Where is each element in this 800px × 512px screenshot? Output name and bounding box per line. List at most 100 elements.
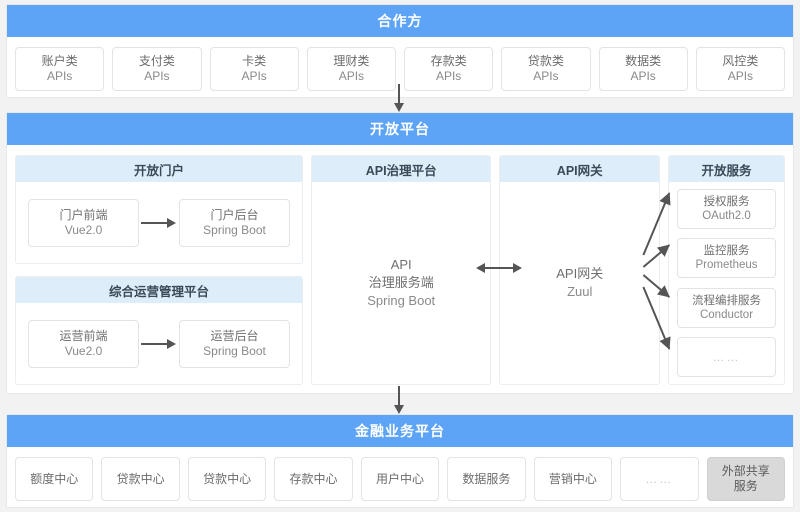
open-platform-section: 开放平台 开放门户 门户前端 Vue2.0 门户后台	[6, 112, 794, 394]
portal-flow-arrow-icon	[139, 217, 179, 229]
ops-panel: 综合运营管理平台 运营前端 Vue2.0 运营后台 Spring Boot	[15, 276, 303, 385]
portal-backend-line1: 门户后台	[210, 207, 259, 222]
api-gateway-body: API网关 Zuul	[500, 182, 659, 384]
portal-panel-title: 开放门户	[16, 156, 302, 182]
business-center-box[interactable]: 用户中心	[360, 457, 440, 501]
business-center-box[interactable]: 营销中心	[533, 457, 613, 501]
business-center-box[interactable]: 额度中心	[15, 457, 94, 501]
partner-api-kind: APIs	[46, 69, 73, 83]
partner-api-kind: APIs	[435, 69, 462, 83]
portal-frontend-node: 门户前端 Vue2.0	[28, 198, 139, 247]
portal-frontend-line1: 门户前端	[59, 207, 108, 222]
api-gateway-line1: API网关	[556, 266, 604, 281]
open-service-line1: 授权服务	[703, 196, 750, 208]
open-service-line2: Conductor	[699, 308, 754, 321]
portal-panel-body: 门户前端 Vue2.0 门户后台 Spring Boot	[16, 182, 302, 263]
open-services-title: 开放服务	[669, 156, 784, 182]
business-center-box[interactable]: ……	[620, 457, 699, 501]
business-center-box[interactable]: 外部共享服务	[706, 457, 785, 501]
partner-api-kind: APIs	[533, 69, 559, 83]
api-gateway-line2: Zuul	[567, 284, 593, 299]
partner-api-name: 存款类	[430, 54, 467, 68]
partner-api-name: 账户类	[41, 54, 78, 68]
api-governance-title: API治理平台	[312, 156, 491, 182]
business-center-label: ……	[645, 471, 674, 486]
open-service-line1: ……	[712, 349, 741, 364]
portal-frontend-line2: Vue2.0	[64, 222, 103, 237]
business-center-box[interactable]: 数据服务	[447, 457, 526, 501]
partner-api-name: 理财类	[333, 54, 370, 68]
portal-backend-node: 门户后台 Spring Boot	[179, 198, 290, 247]
open-service-line1: 监控服务	[703, 245, 750, 258]
business-center-box[interactable]: 贷款中心	[101, 457, 180, 501]
portal-panel: 开放门户 门户前端 Vue2.0 门户后台 Spring Boot	[15, 155, 303, 264]
partner-api-kind: APIs	[241, 69, 267, 83]
api-governance-line2: 治理服务端	[368, 275, 434, 290]
ops-flow-arrow-icon	[139, 338, 179, 350]
partner-api-kind: APIs	[338, 69, 365, 83]
partner-api-kind: APIs	[144, 69, 170, 83]
api-governance-panel: API治理平台 API 治理服务端 Spring Boot	[311, 155, 492, 385]
api-governance-line1: API	[390, 257, 412, 272]
business-center-label: 服务	[733, 479, 758, 493]
partner-band-label: 合作方	[7, 5, 793, 37]
open-service-line1: 流程编排服务	[692, 294, 761, 307]
business-center-label: 贷款中心	[116, 471, 165, 486]
ops-frontend-line2: Vue2.0	[64, 343, 103, 358]
business-platform-section: 金融业务平台 额度中心 贷款中心 贷款中心 存款中心 用户中心 数据服务 营销中心 …… 外部共…	[6, 414, 794, 508]
business-center-box[interactable]: 存款中心	[274, 457, 353, 501]
arrow-partner-to-platform-icon	[392, 84, 406, 112]
partner-api-name: 风控类	[722, 54, 759, 68]
open-platform-band-label: 开放平台	[7, 113, 793, 145]
portal-backend-line2: Spring Boot	[203, 222, 266, 237]
business-center-box[interactable]: 贷款中心	[187, 457, 267, 501]
ops-backend-node: 运营后台 Spring Boot	[179, 319, 290, 368]
partner-api-kind: APIs	[727, 69, 754, 83]
ops-frontend-line1: 运营前端	[59, 328, 108, 343]
api-governance-line3: Spring Boot	[367, 293, 436, 308]
governance-gateway-bidirectional-arrow-icon	[476, 261, 522, 275]
arrow-platform-to-business-icon	[392, 386, 406, 414]
api-gateway-panel: API网关 API网关 Zuul	[499, 155, 661, 385]
business-band-label: 金融业务平台	[7, 415, 793, 447]
ops-panel-body: 运营前端 Vue2.0 运营后台 Spring Boot	[16, 303, 302, 384]
ops-panel-title: 综合运营管理平台	[16, 277, 302, 303]
business-center-label: 数据服务	[462, 471, 511, 486]
partner-api-name: 卡类	[242, 54, 267, 68]
business-center-label: 存款中心	[289, 471, 338, 486]
business-center-label: 营销中心	[548, 471, 597, 486]
open-service-box[interactable]: 授权服务 OAuth2.0	[677, 189, 776, 229]
api-governance-body: API 治理服务端 Spring Boot	[312, 182, 490, 384]
ops-backend-line1: 运营后台	[210, 328, 259, 343]
business-center-label: 用户中心	[375, 471, 424, 486]
open-platform-body: 开放门户 门户前端 Vue2.0 门户后台 Spring Boot	[7, 145, 793, 395]
partner-api-name: 贷款类	[527, 54, 564, 68]
business-center-row: 额度中心 贷款中心 贷款中心 存款中心 用户中心 数据服务 营销中心 …… 外部共享服务	[7, 447, 793, 512]
partner-api-name: 支付类	[138, 54, 175, 68]
business-center-label: 外部共享	[721, 464, 770, 478]
partner-api-name: 数据类	[625, 54, 662, 68]
open-service-line2: Prometheus	[695, 259, 758, 272]
open-service-box[interactable]: ……	[677, 336, 776, 377]
ops-backend-line2: Spring Boot	[203, 343, 266, 358]
ops-frontend-node: 运营前端 Vue2.0	[28, 319, 139, 368]
partner-api-kind: APIs	[630, 69, 656, 83]
business-center-label: 贷款中心	[203, 471, 252, 486]
open-service-line2: OAuth2.0	[702, 210, 751, 222]
